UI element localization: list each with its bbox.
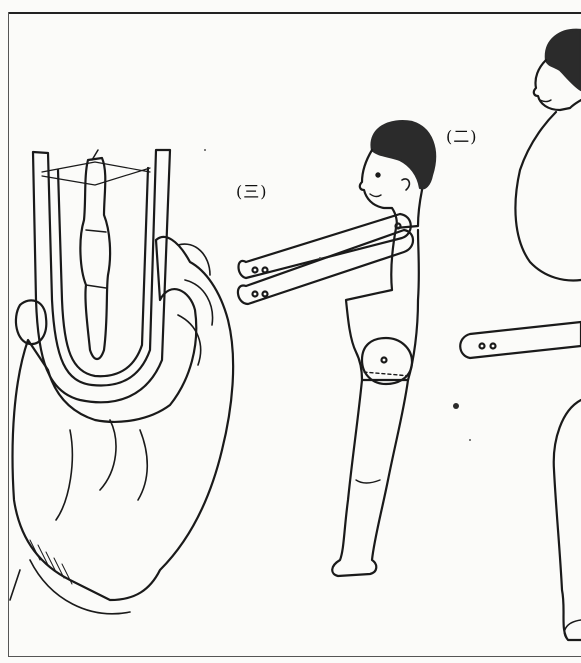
arm-pin-1 — [253, 268, 258, 273]
fig2-leg — [554, 400, 581, 640]
arm-pin-3 — [253, 292, 258, 297]
figure-label-three: (三) — [236, 178, 268, 202]
arm-pin-2 — [263, 268, 268, 273]
hip-dashes — [364, 372, 410, 376]
ink-speck-2 — [319, 257, 321, 259]
puppet-ear — [402, 179, 409, 190]
frame-puppet — [80, 158, 110, 359]
frame-puppet-detail — [86, 150, 106, 288]
puppet-knee — [356, 480, 380, 483]
fig2-arm-pin-2 — [491, 344, 496, 349]
figure-label-two: (二) — [446, 123, 478, 147]
puppet-eye — [376, 173, 379, 176]
u-frame-inner — [58, 168, 148, 376]
fig2-body — [515, 112, 581, 280]
puppet-figure-three — [238, 121, 435, 576]
arm-pin-4 — [263, 292, 268, 297]
u-frame — [33, 150, 170, 402]
hand-thumb — [16, 300, 46, 344]
hip-pin — [382, 358, 387, 363]
hand-palm — [13, 237, 234, 600]
ink-speck-3 — [469, 439, 471, 441]
fig2-hair — [546, 30, 581, 90]
puppet-mouth — [370, 194, 381, 196]
fig2-arm — [460, 322, 581, 358]
fig2-mouth — [540, 100, 551, 102]
puppet-figure-two — [460, 30, 581, 640]
fig2-arm-pin-1 — [480, 344, 485, 349]
ink-speck-4 — [204, 149, 206, 151]
hand-holding-frame — [10, 150, 233, 614]
ink-speck-1 — [453, 403, 459, 409]
puppet-hair — [372, 121, 436, 188]
hand-wrist — [10, 560, 130, 614]
puppet-leg — [332, 380, 408, 576]
